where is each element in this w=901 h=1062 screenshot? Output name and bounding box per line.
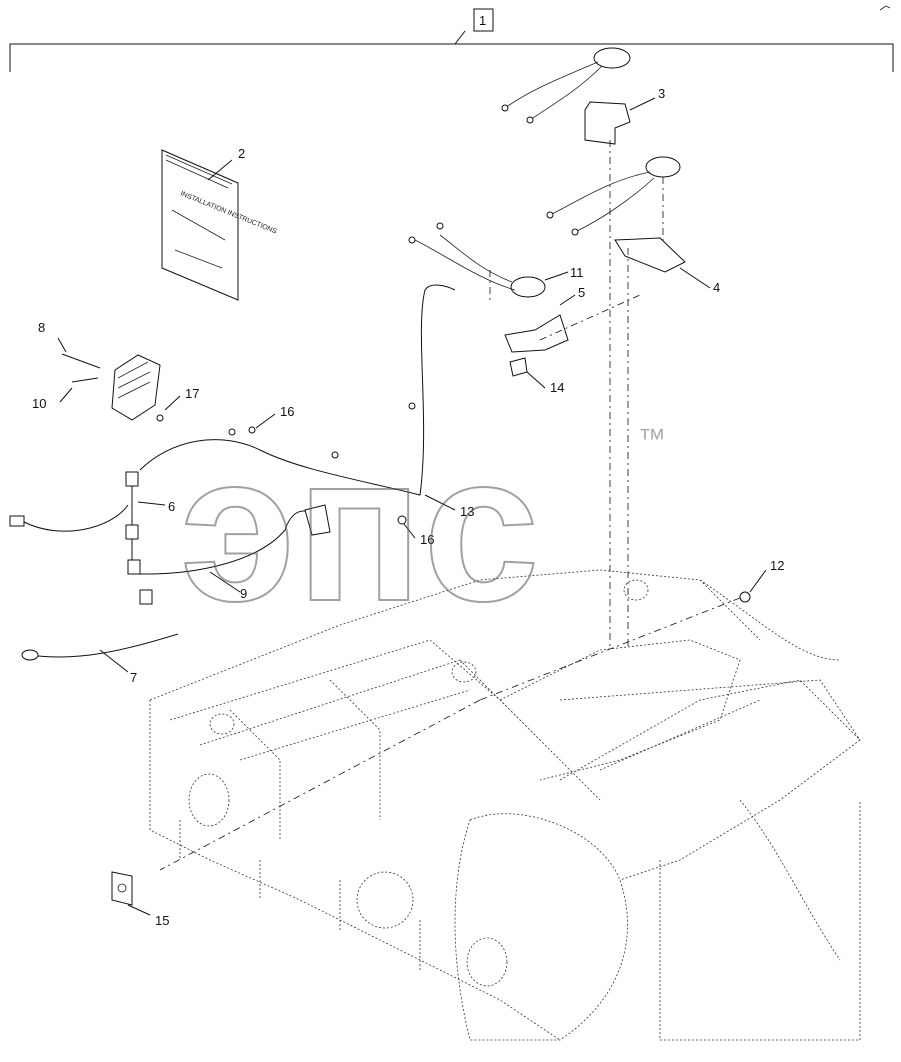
callout-label-1: 1 — [479, 13, 486, 28]
part-2-manual: INSTALLATION INSTRUCTIONS 2 — [161, 146, 278, 301]
watermark: эпс ™ — [179, 409, 666, 646]
callout-label-5: 5 — [578, 285, 585, 300]
callout-label-10: 10 — [32, 396, 46, 411]
callout-label-14: 14 — [550, 380, 564, 395]
machine-frame — [149, 569, 861, 1041]
part-8-screw: 8 — [38, 320, 101, 369]
part-10-washer: 10 — [32, 377, 99, 411]
callout-1: 1 — [9, 8, 894, 72]
part-4-bracket: 4 — [546, 156, 720, 295]
part-16-clips: 16 16 — [228, 402, 434, 547]
corner-mark — [879, 5, 891, 11]
callout-label-4: 4 — [713, 280, 720, 295]
callout-label-9: 9 — [240, 586, 247, 601]
callout-label-15: 15 — [155, 913, 169, 928]
part-9-harness: 9 — [127, 504, 331, 605]
part-7-cable: 7 — [21, 633, 179, 685]
part-12-bolt: 12 — [159, 558, 784, 871]
part-13-harness: 13 — [139, 284, 474, 519]
part-14-bolt: 14 — [509, 357, 564, 395]
callout-label-17: 17 — [185, 386, 199, 401]
callout-label-2: 2 — [238, 146, 245, 161]
callout-label-3: 3 — [658, 86, 665, 101]
callout-label-16b: 16 — [420, 532, 434, 547]
part-15-plate: 15 — [111, 871, 169, 928]
callout-label-8: 8 — [38, 320, 45, 335]
watermark-tm: ™ — [638, 423, 666, 454]
callout-label-13: 13 — [460, 504, 474, 519]
part-5-bracket: 5 — [504, 285, 585, 353]
watermark-text: эпс — [180, 410, 540, 645]
callout-label-12: 12 — [770, 558, 784, 573]
controller-module — [111, 354, 161, 421]
part-11-antenna: 11 — [408, 222, 584, 298]
callout-label-11: 11 — [570, 265, 584, 280]
callout-label-16a: 16 — [280, 404, 294, 419]
part-17-nut: 17 — [156, 386, 199, 422]
part-3-bracket: 3 — [501, 47, 665, 145]
part-6-harness: 6 — [9, 471, 175, 560]
callout-label-6: 6 — [168, 499, 175, 514]
callout-label-7: 7 — [130, 670, 137, 685]
